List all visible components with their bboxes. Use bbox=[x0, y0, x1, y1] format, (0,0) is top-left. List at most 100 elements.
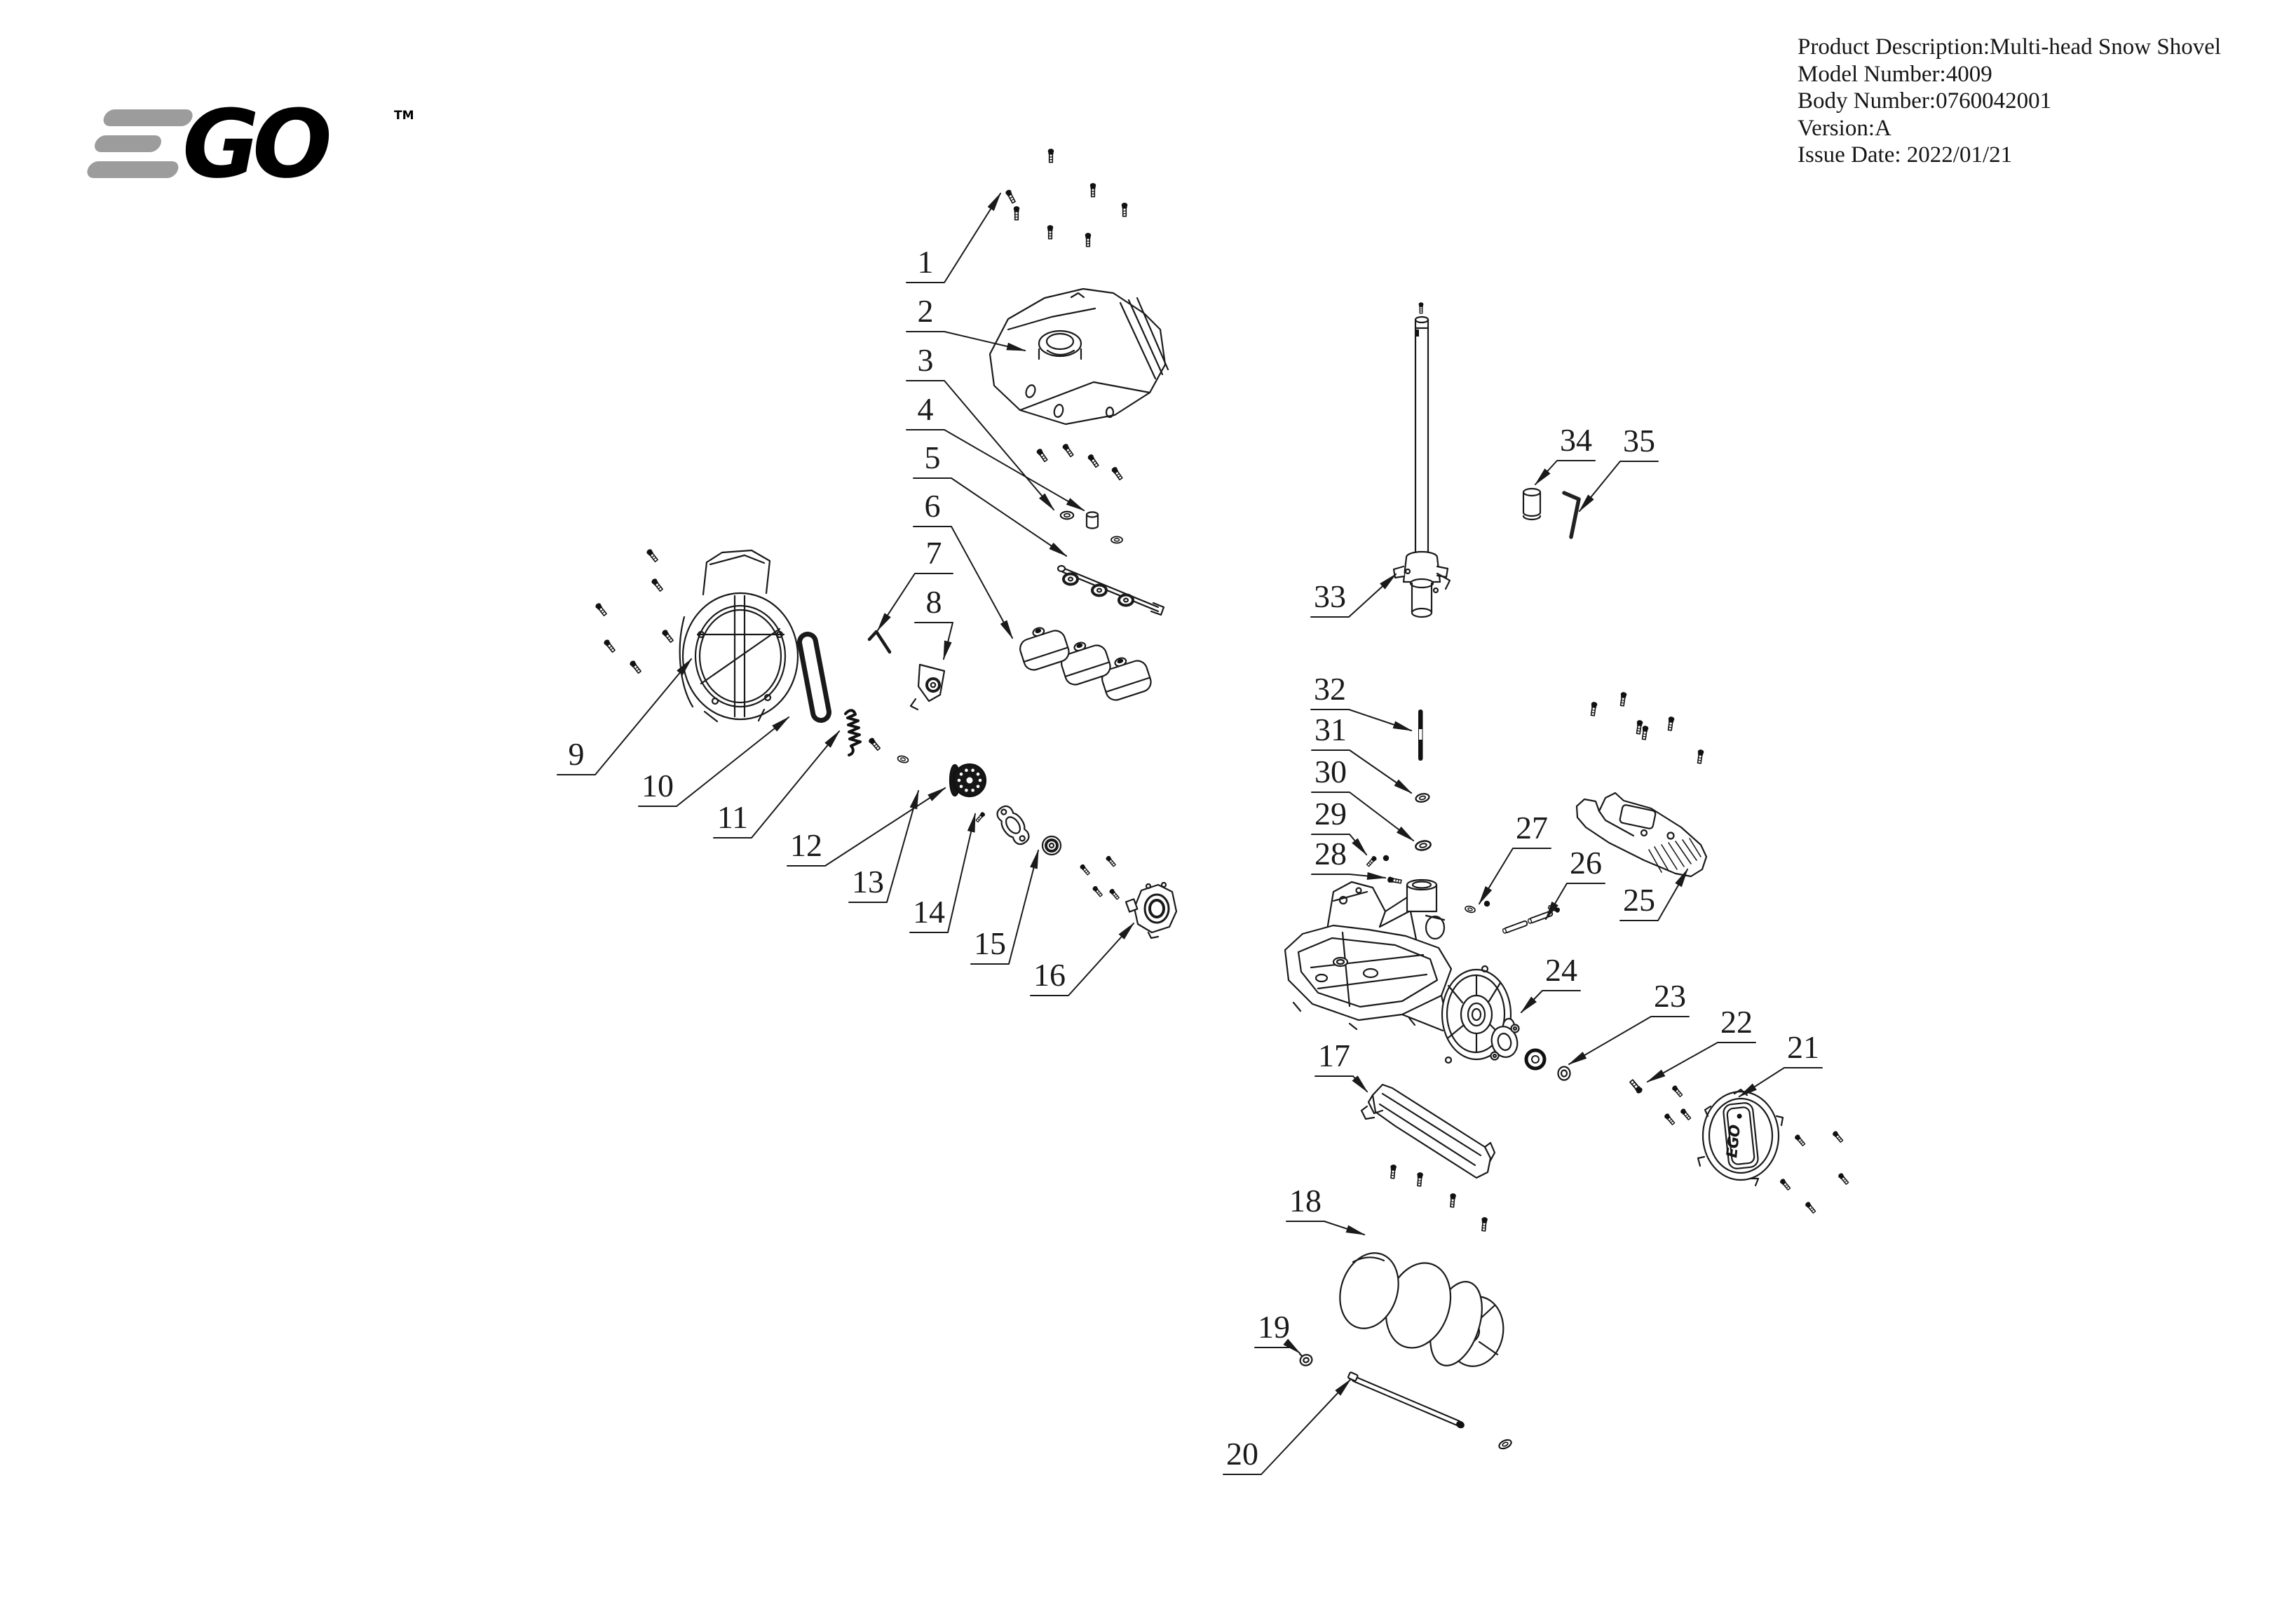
leader-line-14 bbox=[909, 814, 975, 933]
part-35-hex-wrench bbox=[1562, 491, 1581, 539]
callout-29: 29 bbox=[1315, 796, 1347, 831]
small-washer bbox=[896, 754, 910, 765]
part-33-shaft bbox=[1392, 301, 1451, 618]
part-18-auger bbox=[1339, 1252, 1504, 1367]
logo-go-text: GO bbox=[182, 90, 330, 199]
leader-line-9 bbox=[557, 659, 691, 775]
callout-12: 12 bbox=[790, 827, 822, 863]
end-washer bbox=[1497, 1437, 1514, 1451]
callout-labels: 1234567891011121314151617181920212223242… bbox=[557, 194, 1823, 1475]
callout-22: 22 bbox=[1720, 1004, 1753, 1040]
leader-line-3 bbox=[906, 380, 1054, 510]
leader-line-18 bbox=[1286, 1221, 1364, 1235]
leader-line-28 bbox=[1311, 874, 1385, 878]
callout-16: 16 bbox=[1033, 957, 1066, 993]
part-34-cap bbox=[1522, 487, 1542, 521]
leader-line-13 bbox=[848, 791, 918, 903]
leader-line-22 bbox=[1648, 1042, 1756, 1082]
callout-33: 33 bbox=[1314, 578, 1346, 614]
callout-5: 5 bbox=[925, 440, 941, 475]
cover-ego-text: EGO bbox=[1723, 1124, 1744, 1159]
small-washer bbox=[1110, 536, 1124, 544]
part-27-hardware bbox=[1463, 900, 1490, 914]
part-16-bearing bbox=[1041, 835, 1062, 856]
fan-housing-screws bbox=[593, 547, 675, 675]
frame-assembly bbox=[1284, 878, 1516, 1064]
part-31-washer bbox=[1414, 792, 1431, 804]
part-29-screw bbox=[1365, 854, 1378, 868]
version: Version:A bbox=[1798, 115, 1891, 141]
part-20-shaft-rod bbox=[1347, 1371, 1465, 1429]
callout-1: 1 bbox=[918, 244, 934, 280]
part-21-side-cover: EGO bbox=[1697, 1088, 1784, 1187]
part-15-gasket bbox=[996, 805, 1030, 846]
callout-21: 21 bbox=[1787, 1029, 1819, 1065]
leader-line-31 bbox=[1311, 749, 1411, 793]
part-17-scraper-bar bbox=[1360, 1083, 1496, 1179]
leader-line-4 bbox=[906, 429, 1084, 510]
callout-27: 27 bbox=[1516, 810, 1548, 846]
callout-7: 7 bbox=[926, 535, 942, 571]
leader-line-32 bbox=[1310, 709, 1411, 731]
part-14-screw bbox=[974, 810, 987, 824]
leader-line-25 bbox=[1619, 869, 1687, 921]
leader-line-6 bbox=[913, 526, 1012, 638]
leader-line-2 bbox=[906, 331, 1025, 351]
callout-31: 31 bbox=[1315, 712, 1347, 747]
product-info: Product Description:Multi-head Snow Shov… bbox=[1798, 34, 2221, 169]
model-number: Model Number:4009 bbox=[1798, 61, 1992, 87]
part-11-spring bbox=[844, 709, 862, 756]
part-3-washer bbox=[1059, 510, 1075, 520]
part-32-pin bbox=[1418, 710, 1423, 761]
leader-line-35 bbox=[1580, 461, 1659, 511]
part-5-linkage bbox=[1057, 564, 1165, 616]
leader-line-17 bbox=[1315, 1076, 1367, 1092]
callout-11: 11 bbox=[717, 799, 748, 835]
callout-3: 3 bbox=[918, 342, 934, 378]
callout-19: 19 bbox=[1258, 1309, 1290, 1345]
leader-line-20 bbox=[1223, 1380, 1350, 1475]
leader-line-24 bbox=[1521, 990, 1581, 1012]
leader-line-15 bbox=[970, 850, 1038, 965]
ball-bearing bbox=[1383, 855, 1390, 862]
leader-line-34 bbox=[1535, 460, 1596, 484]
part-28-screw bbox=[1386, 875, 1403, 885]
callout-26: 26 bbox=[1570, 845, 1602, 881]
callout-9: 9 bbox=[569, 736, 585, 772]
leader-line-19 bbox=[1254, 1347, 1300, 1353]
logo-tm: TM bbox=[394, 109, 414, 123]
leader-line-10 bbox=[638, 717, 789, 807]
callout-35: 35 bbox=[1623, 423, 1655, 459]
leader-line-16 bbox=[1030, 923, 1134, 996]
leader-line-33 bbox=[1310, 574, 1396, 618]
product-description: Product Description:Multi-head Snow Shov… bbox=[1798, 34, 2222, 60]
logo-e-bars bbox=[87, 109, 193, 178]
bearing-housing bbox=[1125, 881, 1178, 939]
part-22-screw bbox=[1628, 1078, 1645, 1096]
ego-logo: GO TM bbox=[87, 90, 414, 199]
part-6-rubber-mounts bbox=[1019, 627, 1152, 701]
leader-line-21 bbox=[1739, 1067, 1823, 1097]
callout-10: 10 bbox=[641, 768, 674, 803]
bearing-housing-screws bbox=[1078, 854, 1121, 901]
cover-mount-screws bbox=[1035, 442, 1125, 482]
leader-line-27 bbox=[1479, 848, 1551, 904]
callout-17: 17 bbox=[1318, 1038, 1350, 1073]
leader-line-30 bbox=[1311, 792, 1413, 841]
leader-line-5 bbox=[913, 477, 1066, 556]
part-8-tensioner bbox=[909, 663, 946, 711]
leader-line-8 bbox=[914, 622, 953, 659]
callout-30: 30 bbox=[1315, 754, 1347, 789]
callout-4: 4 bbox=[918, 391, 934, 427]
callout-25: 25 bbox=[1623, 882, 1655, 918]
part-23-washer bbox=[1557, 1066, 1571, 1081]
body-number: Body Number:0760042001 bbox=[1798, 88, 2052, 114]
part-1-screws bbox=[1003, 148, 1129, 247]
leader-line-1 bbox=[906, 194, 1000, 283]
part-7-hex-key bbox=[867, 630, 892, 654]
leader-line-26 bbox=[1546, 883, 1605, 919]
issue-date: Issue Date: 2022/01/21 bbox=[1798, 142, 2013, 168]
callout-23: 23 bbox=[1654, 978, 1686, 1014]
